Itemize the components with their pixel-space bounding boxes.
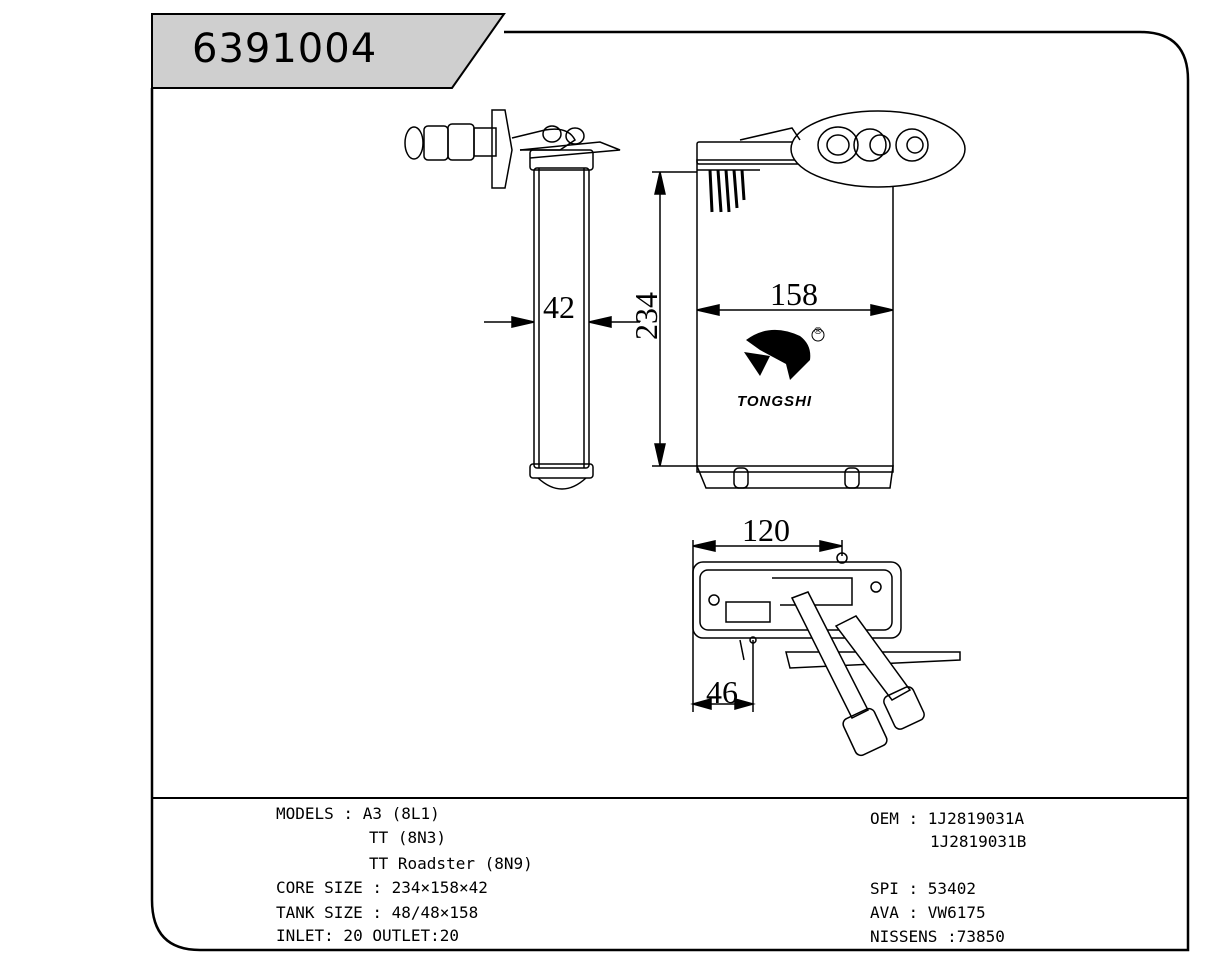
tank-size: TANK SIZE : 48/48×158 [276, 903, 479, 922]
nissens-number: NISSENS :73850 [870, 927, 1005, 946]
models-line-3: TT Roadster (8N9) [369, 854, 533, 873]
depth-dimension [484, 316, 640, 328]
brand-name: TONGSHI [737, 393, 813, 410]
spi-number: SPI : 53402 [870, 879, 976, 898]
ava-number: AVA : VW6175 [870, 903, 986, 922]
width-dimension [696, 304, 894, 316]
registered-mark: ® [813, 326, 823, 337]
models-line-2: TT (8N3) [369, 828, 447, 847]
side-view [404, 109, 621, 490]
part-number-tab [151, 13, 506, 89]
height-dimension-label: 234 [628, 292, 664, 340]
pipe-offset-dimension-label: 46 [706, 674, 738, 710]
oem-line-2: 1J2819031B [930, 832, 1027, 851]
front-view [695, 110, 966, 489]
depth-dimension-label: 42 [543, 289, 575, 325]
models-line-1: MODELS : A3 (8L1) [276, 804, 440, 823]
pipe-span-dimension-label: 120 [742, 512, 790, 548]
part-number: 6391004 [192, 26, 378, 72]
inlet-outlet: INLET: 20 OUTLET:20 [276, 926, 460, 945]
width-dimension-label: 158 [770, 276, 818, 312]
core-size: CORE SIZE : 234×158×42 [276, 878, 488, 897]
oem-line-1: OEM : 1J2819031A [870, 809, 1025, 828]
pipe-span-dimension [692, 540, 843, 712]
tongshi-logo-icon [744, 328, 825, 380]
height-dimension [652, 171, 697, 467]
top-view [692, 552, 961, 757]
pipe-offset-dimension [690, 640, 756, 712]
sheet-frame [150, 30, 1190, 952]
